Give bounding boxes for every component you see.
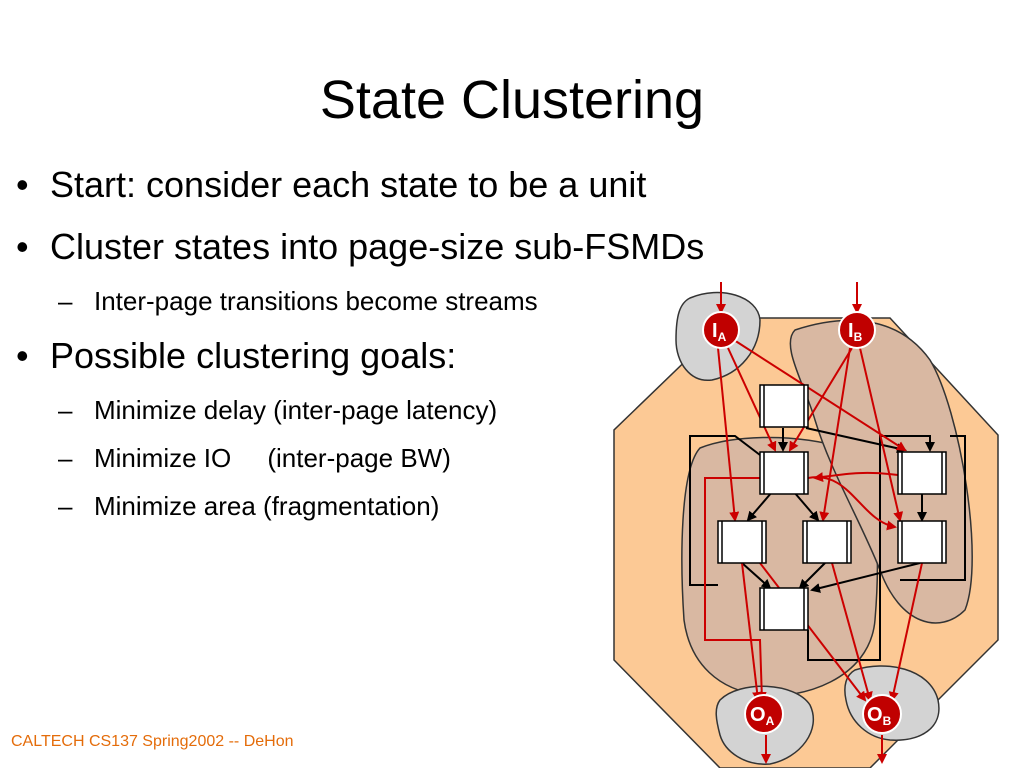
sub-bullet-text: Minimize area (fragmentation) bbox=[94, 491, 440, 521]
bullet-cluster: • Cluster states into page-size sub-FSMD… bbox=[16, 224, 736, 270]
state-boxes bbox=[717, 384, 947, 631]
bullet-text: Possible clustering goals: bbox=[50, 335, 457, 376]
sub-bullet-text: Minimize delay (inter-page latency) bbox=[94, 395, 498, 425]
slide-title: State Clustering bbox=[319, 70, 705, 130]
dash-icon: – bbox=[58, 491, 73, 521]
dash-icon: – bbox=[58, 395, 73, 425]
dash-icon: – bbox=[58, 286, 73, 316]
bullet-list: • Start: consider each state to be a uni… bbox=[16, 162, 736, 538]
slide-footer: CALTECH CS137 Spring2002 -- DeHon bbox=[11, 733, 294, 750]
bullet-dot-icon: • bbox=[16, 164, 29, 205]
input-node-a: IA bbox=[702, 311, 740, 349]
dash-icon: – bbox=[58, 443, 73, 473]
bullet-goals: • Possible clustering goals: bbox=[16, 333, 736, 379]
sub-bullet-area: – Minimize area (fragmentation) bbox=[16, 490, 736, 522]
output-node-b: OB bbox=[862, 694, 902, 734]
state-transitions bbox=[689, 427, 966, 661]
stream-transitions bbox=[704, 282, 923, 764]
bullet-start: • Start: consider each state to be a uni… bbox=[16, 162, 736, 208]
svg-text:IA: IA bbox=[712, 320, 727, 344]
bullet-text: Cluster states into page-size sub-FSMDs bbox=[50, 226, 705, 267]
state-box bbox=[759, 451, 809, 495]
state-box bbox=[717, 520, 767, 564]
sub-bullet-io: – Minimize IO (inter-page BW) bbox=[16, 442, 736, 474]
bullet-dot-icon: • bbox=[16, 226, 29, 267]
svg-text:OA: OA bbox=[750, 704, 775, 728]
sub-bullet-text: Inter-page transitions become streams bbox=[94, 286, 538, 316]
state-box bbox=[802, 520, 852, 564]
sub-bullet-text: Minimize IO (inter-page BW) bbox=[94, 443, 451, 473]
input-node-b: IB bbox=[838, 311, 876, 349]
bullet-text: Start: consider each state to be a unit bbox=[50, 164, 647, 205]
bullet-dot-icon: • bbox=[16, 335, 29, 376]
state-box bbox=[897, 451, 947, 495]
sub-bullet-delay: – Minimize delay (inter-page latency) bbox=[16, 394, 736, 426]
svg-text:IB: IB bbox=[848, 320, 863, 344]
state-box bbox=[759, 384, 809, 428]
state-box bbox=[897, 520, 947, 564]
sub-bullet-streams: – Inter-page transitions become streams bbox=[16, 285, 736, 317]
svg-text:OB: OB bbox=[867, 704, 892, 728]
output-node-a: OA bbox=[744, 694, 784, 734]
state-box bbox=[759, 587, 809, 631]
